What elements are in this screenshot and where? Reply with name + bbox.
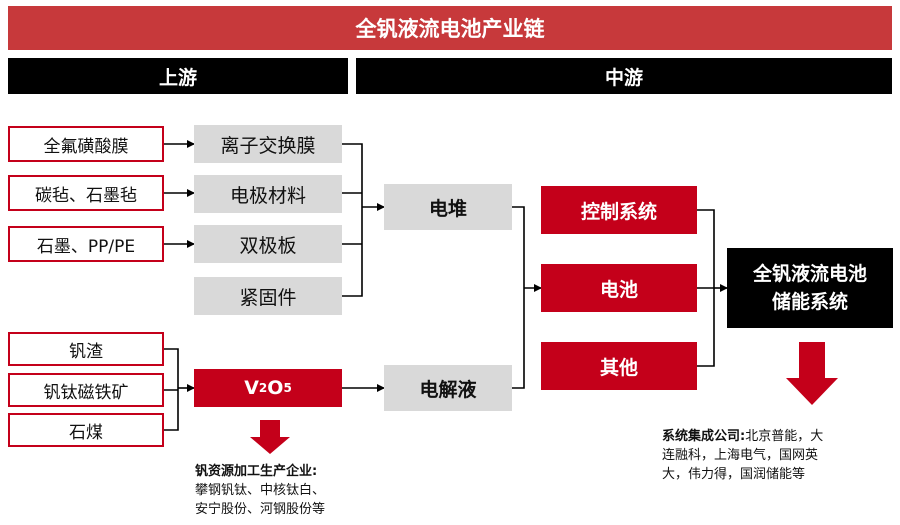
section-upstream: 上游 (8, 58, 348, 94)
section-midstream: 中游 (356, 58, 892, 94)
system-line2: 储能系统 (771, 291, 848, 313)
bracket-components (342, 143, 363, 297)
processors-line2: 安宁股份、河钢股份等 (195, 502, 326, 517)
source-stone-coal: 石煤 (8, 413, 164, 447)
source-vanadium-slag: 钒渣 (8, 332, 164, 366)
source-vanadium-titanomagnetite: 钒钛磁铁矿 (8, 373, 164, 407)
raw-material-membrane: 全氟磺酸膜 (8, 126, 164, 162)
component-electrode-material: 电极材料 (194, 175, 342, 213)
bracket-midstream (697, 209, 715, 367)
integrators-line1: 北京普能，大 (745, 429, 824, 444)
processors-note: 钒资源加工生产企业: 攀钢钒钛、中核钛白、 安宁股份、河钢股份等 (195, 462, 395, 519)
down-arrow-integrators-icon (786, 342, 838, 405)
raw-material-graphite: 石墨、PP/PE (8, 226, 164, 262)
component-bipolar-plate: 双极板 (194, 225, 342, 263)
midstream-control-system: 控制系统 (541, 186, 697, 234)
component-ion-exchange-membrane: 离子交换膜 (194, 125, 342, 163)
page-title: 全钒液流电池产业链 (8, 6, 892, 50)
down-arrow-processors-icon (250, 420, 290, 454)
v2o5-base: V (244, 377, 259, 399)
electrolyte-box: 电解液 (384, 365, 512, 411)
system-line1: 全钒液流电池 (752, 263, 867, 285)
bracket-sources (164, 348, 179, 431)
v2o5-mid: O (267, 377, 284, 399)
stack-box: 电堆 (384, 184, 512, 230)
integrators-line3: 大，伟力得，国润储能等 (662, 467, 806, 482)
processors-label: 钒资源加工生产企业: (195, 464, 318, 479)
raw-material-felt: 碳毡、石墨毡 (8, 175, 164, 211)
integrators-note: 系统集成公司:北京普能，大 连融科，上海电气，国网英 大，伟力得，国润储能等 (662, 427, 894, 484)
midstream-battery: 电池 (541, 264, 697, 312)
v2o5-sub2: 5 (283, 381, 292, 395)
component-fastener: 紧固件 (194, 277, 342, 315)
processors-line1: 攀钢钒钛、中核钛白、 (195, 483, 326, 498)
midstream-other: 其他 (541, 342, 697, 390)
bracket-stack-electrolyte (512, 206, 525, 389)
integrators-label: 系统集成公司: (662, 429, 746, 444)
integrators-line2: 连融科，上海电气，国网英 (662, 448, 819, 463)
v2o5-sub1: 2 (258, 381, 268, 395)
vrfb-storage-system: 全钒液流电池 储能系统 (727, 248, 893, 328)
